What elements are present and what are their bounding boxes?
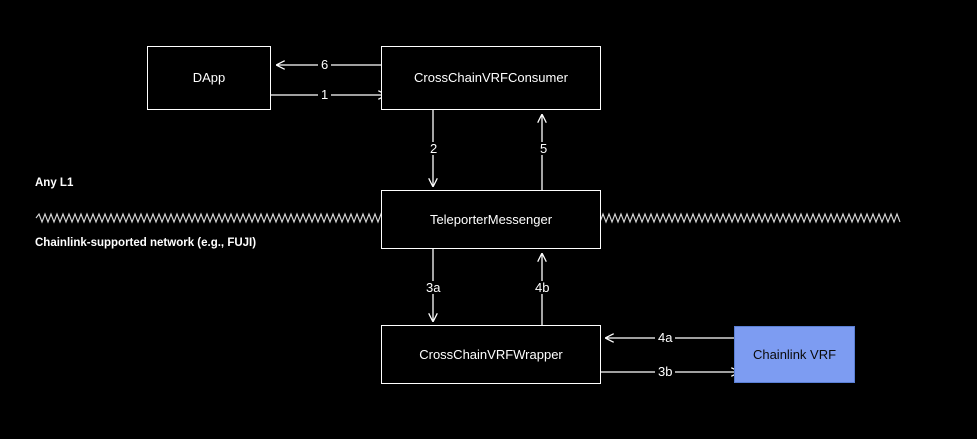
node-chainlink-vrf[interactable]: Chainlink VRF [734, 326, 855, 383]
node-chainlink-vrf-label: Chainlink VRF [752, 346, 837, 362]
edge-label-6: 6 [318, 58, 332, 71]
node-teleporter-messenger-label: TeleporterMessenger [429, 211, 553, 227]
zone-label-chainlink-network: Chainlink-supported network (e.g., FUJI) [35, 237, 257, 249]
edge-label-4a: 4a [655, 331, 676, 344]
node-crosschain-vrf-consumer-label: CrossChainVRFConsumer [414, 70, 568, 86]
edge-label-3b: 3b [655, 365, 676, 378]
edge-label-3a: 3a [423, 281, 444, 294]
node-dapp[interactable]: DApp [147, 46, 271, 110]
node-crosschain-vrf-wrapper-label: CrossChainVRFWrapper [419, 346, 563, 362]
node-crosschain-vrf-wrapper[interactable]: CrossChainVRFWrapper [381, 325, 601, 384]
node-crosschain-vrf-consumer[interactable]: CrossChainVRFConsumer [381, 46, 601, 110]
node-dapp-label: DApp [192, 70, 226, 86]
edge-label-2: 2 [427, 142, 441, 155]
edge-label-4b: 4b [532, 281, 553, 294]
edge-label-5: 5 [537, 142, 551, 155]
node-teleporter-messenger[interactable]: TeleporterMessenger [381, 190, 601, 249]
zone-label-any-l1: Any L1 [35, 177, 74, 189]
edge-label-1: 1 [318, 88, 332, 101]
